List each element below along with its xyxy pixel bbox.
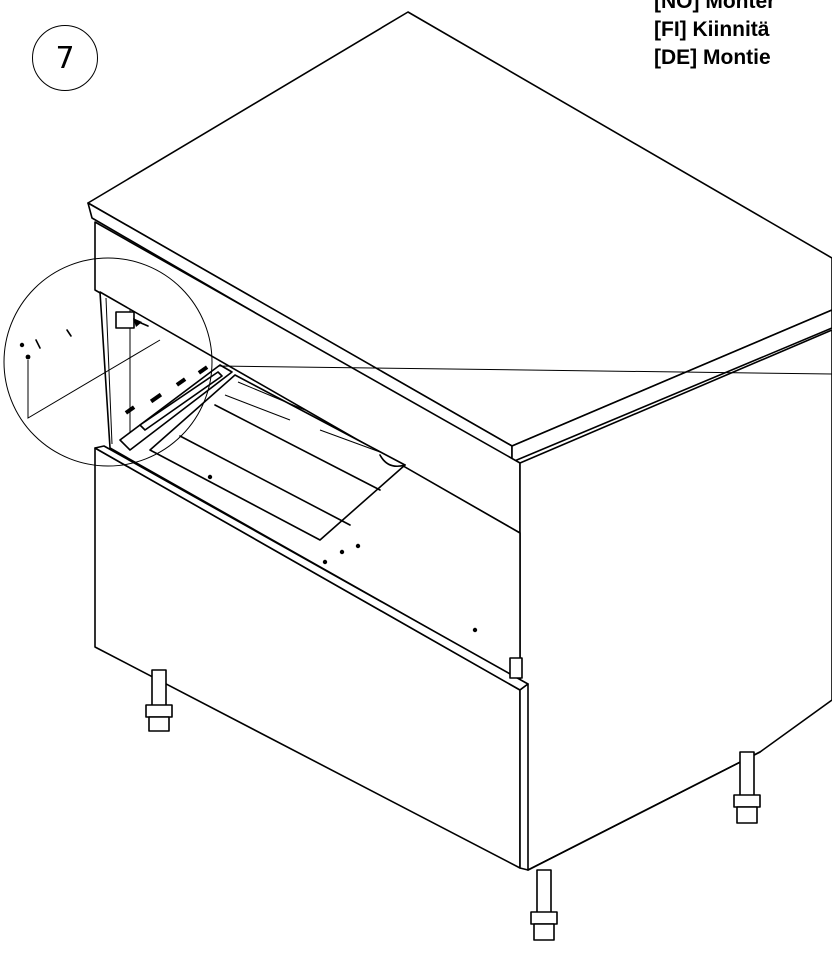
step-number: 7 xyxy=(32,25,98,91)
screws-detail xyxy=(19,329,72,360)
countertop-side-edge xyxy=(511,309,832,463)
drawer-runner-inner xyxy=(139,371,223,431)
detail-circle xyxy=(3,257,213,467)
leg-front-right xyxy=(530,869,558,941)
bracket xyxy=(115,311,135,329)
instruction-de: [DE] Montie xyxy=(654,46,771,69)
instruction-text: [NO] Monter [FI] Kiinnitä [DE] Montie xyxy=(654,0,832,72)
instruction-fi: [FI] Kiinnitä xyxy=(654,18,770,41)
leg-back-right xyxy=(733,751,761,824)
instruction-no: [NO] Monter xyxy=(654,0,776,13)
leg-front-left xyxy=(145,669,173,732)
